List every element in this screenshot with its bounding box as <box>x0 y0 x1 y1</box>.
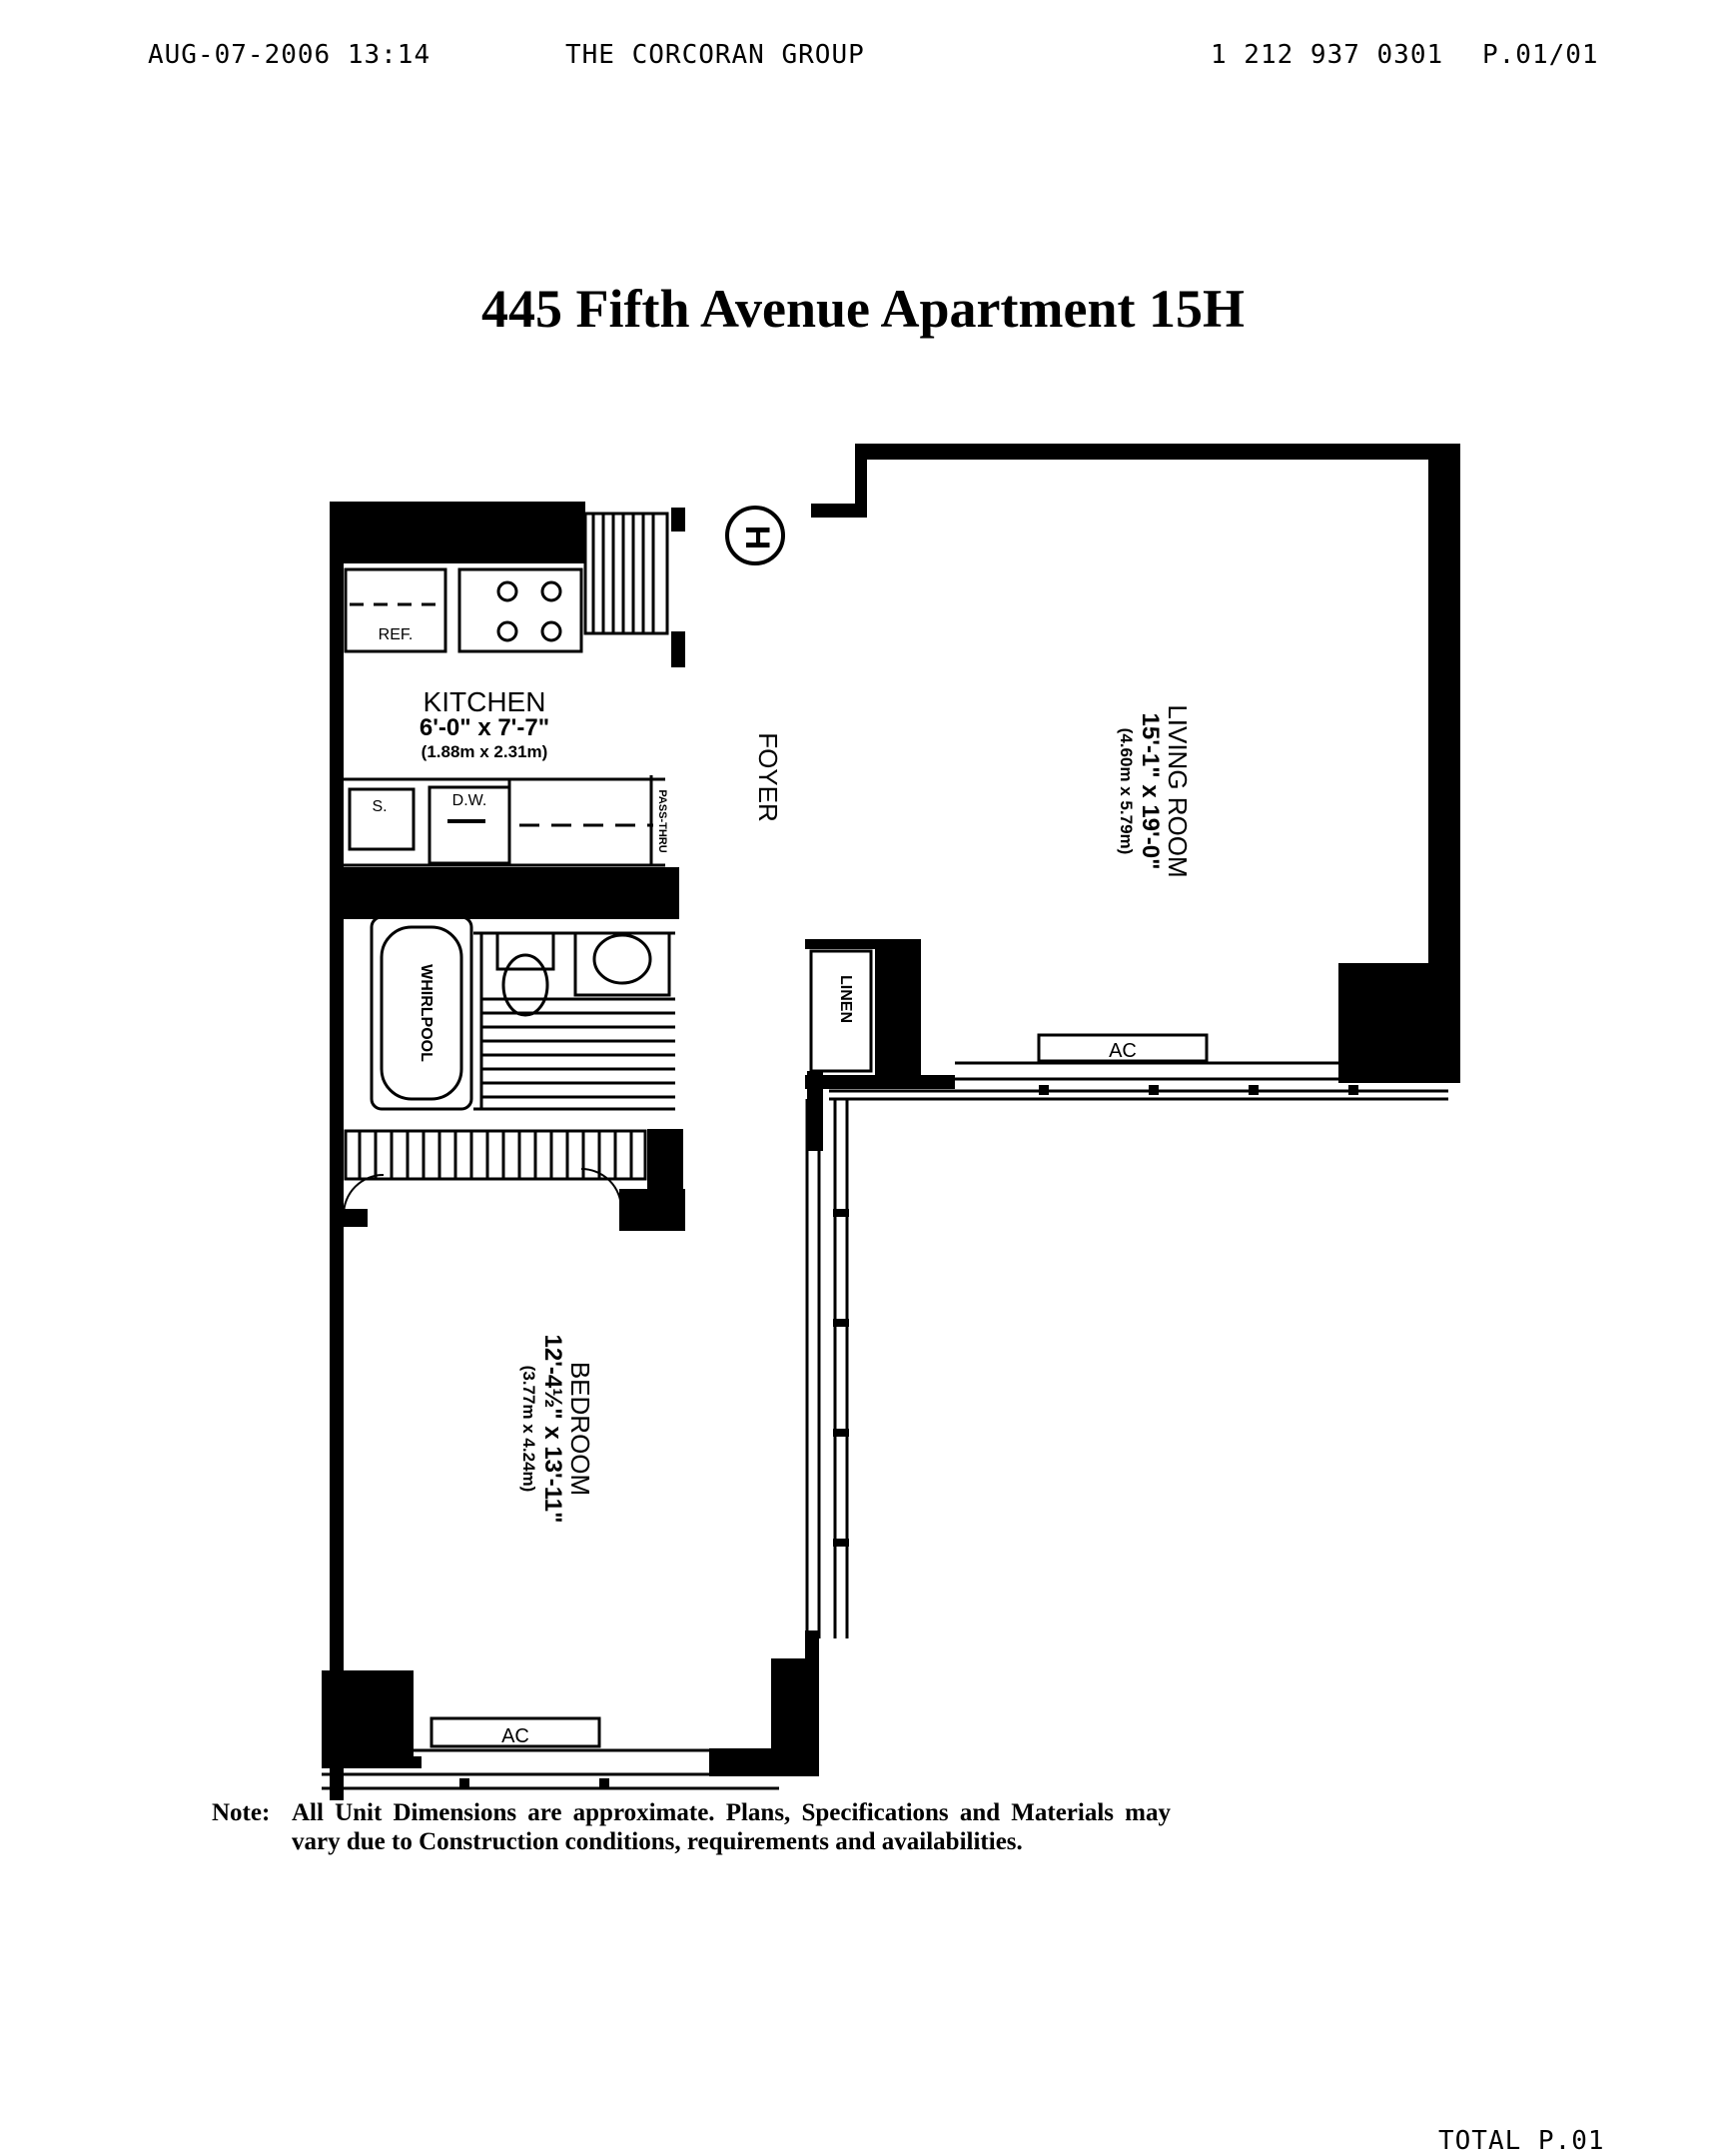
kitchen-dimensions: 6'-0" x 7'-7" <box>420 714 549 741</box>
fax-page-number: P.01/01 <box>1482 40 1599 70</box>
bedroom-ac-label: AC <box>501 1725 529 1747</box>
fax-phone: 1 212 937 0301 <box>1211 40 1444 70</box>
page-title: 445 Fifth Avenue Apartment 15H <box>481 279 1245 339</box>
dishwasher-label: D.W. <box>452 792 487 809</box>
linen-closet <box>809 949 873 1073</box>
disclaimer-note: Note: All Unit Dimensions are approximat… <box>212 1798 1171 1856</box>
note-label: Note: <box>212 1799 271 1826</box>
living-room-name: LIVING ROOM <box>1163 704 1193 877</box>
bathroom-fixtures <box>370 915 675 1111</box>
bedroom-name: BEDROOM <box>565 1362 595 1496</box>
unit-marker-circle <box>725 506 785 565</box>
foyer-label: FOYER <box>753 732 783 822</box>
ac-units <box>430 1033 1209 1748</box>
exterior-walls <box>322 444 1460 1800</box>
kitchen-metric: (1.88m x 2.31m) <box>422 742 548 761</box>
pass-thru-label: PASS-THRU <box>656 789 668 852</box>
living-room-label-group: LIVING ROOM 15'-1" x 19'-0" (4.60m x 5.7… <box>1117 704 1193 877</box>
window-walls <box>322 1061 1448 1790</box>
sink-label: S. <box>372 798 387 815</box>
closet-hatch <box>583 512 669 635</box>
unit-marker-label: H <box>738 526 776 550</box>
kitchen-name: KITCHEN <box>424 686 546 717</box>
window-mullions <box>459 1085 1358 1788</box>
hall-closet-hatch <box>344 1129 647 1181</box>
door-swings <box>343 1168 622 1216</box>
fax-datetime: AUG-07-2006 13:14 <box>148 40 432 70</box>
living-room-metric: (4.60m x 5.79m) <box>1117 728 1136 855</box>
whirlpool-label: WHIRLPOOL <box>418 964 434 1062</box>
note-text: All Unit Dimensions are approximate. Pla… <box>292 1799 1171 1855</box>
living-room-dimensions: 15'-1" x 19'-0" <box>1137 713 1164 870</box>
living-room-ac-label: AC <box>1109 1040 1137 1062</box>
fax-company: THE CORCORAN GROUP <box>565 40 865 70</box>
bedroom-label-group: BEDROOM 12'-4½" x 13'-11" (3.77m x 4.24m… <box>519 1335 595 1524</box>
fax-total-pages: TOTAL P.01 <box>1438 2126 1605 2156</box>
ref-label: REF. <box>379 626 414 643</box>
linen-label: LINEN <box>837 975 854 1023</box>
kitchen-fixtures <box>338 567 665 867</box>
bedroom-metric: (3.77m x 4.24m) <box>519 1366 538 1493</box>
bedroom-dimensions: 12'-4½" x 13'-11" <box>539 1335 566 1524</box>
